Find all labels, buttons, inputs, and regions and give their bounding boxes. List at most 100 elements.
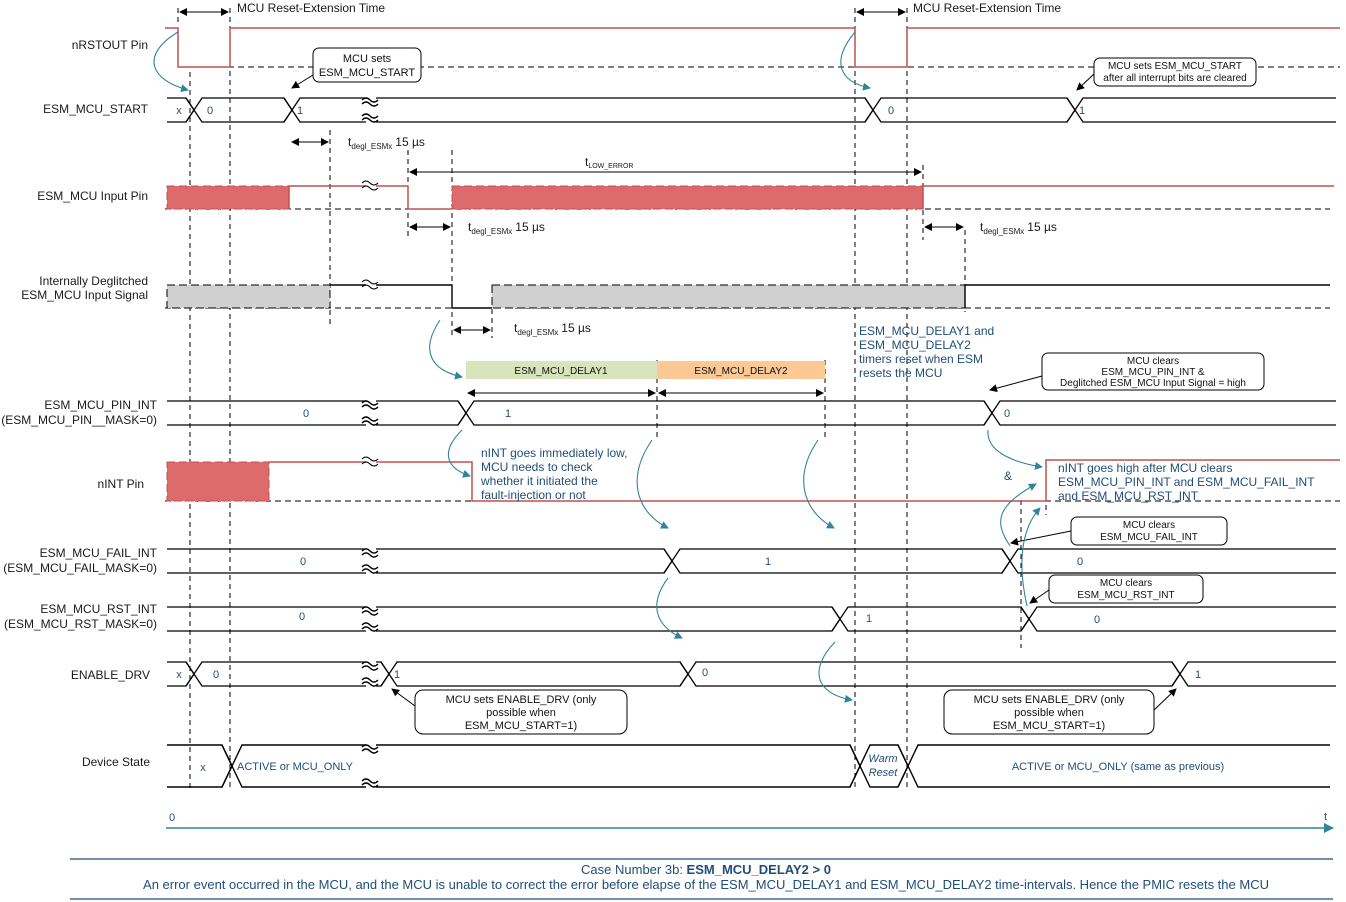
bus-segment xyxy=(897,744,1330,788)
waveform-device-state xyxy=(167,741,1330,791)
delay2-bar xyxy=(657,361,825,379)
annotation-nint-low: nINT goes immediately low, MCU needs to … xyxy=(480,446,628,502)
time-axis: 0 t xyxy=(166,811,1334,833)
callout-box xyxy=(1041,352,1265,391)
break-mark xyxy=(361,279,379,290)
break-gap xyxy=(366,94,376,126)
start-value-1b: 1 xyxy=(1079,105,1085,117)
enable-value-0: 0 xyxy=(213,669,219,681)
annotation-line: whether it initiated the xyxy=(480,474,598,488)
annotation-line: fault-injection or not xyxy=(481,488,586,502)
causality-arrows xyxy=(153,31,1043,703)
input-trace xyxy=(922,185,1334,209)
break-mark xyxy=(361,97,379,123)
bus-segment xyxy=(1020,606,1336,632)
callout-line: Deglitched ESM_MCU Input Signal = high xyxy=(1060,378,1246,389)
break-gap xyxy=(366,456,376,468)
waveform-esm-mcu-start xyxy=(167,94,1336,126)
label-device-state: Device State xyxy=(82,755,150,769)
rst-int-value-1: 1 xyxy=(866,613,872,625)
break-gap xyxy=(366,279,376,291)
callout-mcu-sets-start: MCU sets ESM_MCU_START xyxy=(291,47,422,89)
state-value-active: ACTIVE or MCU_ONLY xyxy=(237,761,354,773)
rst-int-value-0b: 0 xyxy=(1094,614,1100,626)
callout-line: MCU clears xyxy=(1100,578,1152,589)
bus-segment xyxy=(864,97,1076,123)
callout-box xyxy=(414,689,628,735)
annotation-line: ESM_MCU_DELAY2 xyxy=(859,338,971,352)
delay-bars: ESM_MCU_DELAY1 ESM_MCU_DELAY2 xyxy=(466,361,825,397)
label-nint: nINT Pin xyxy=(98,477,144,491)
label-fail-int-line1: ESM_MCU_FAIL_INT xyxy=(40,546,158,560)
annotation-line: ESM_MCU_PIN_INT and ESM_MCU_FAIL_INT xyxy=(1058,475,1315,489)
break-mark xyxy=(361,606,379,632)
causality-arrow xyxy=(1021,507,1041,607)
bus-segment xyxy=(457,400,993,426)
annotation-line: ESM_MCU_DELAY1 and xyxy=(859,324,994,338)
indeterminate-region xyxy=(166,461,270,502)
break-mark xyxy=(361,548,379,574)
callout-box xyxy=(943,689,1155,735)
annotation-line: and ESM_MCU_RST_INT xyxy=(1058,489,1199,503)
pin-int-value-1: 1 xyxy=(505,408,511,420)
break-mark xyxy=(361,744,379,788)
reset-extension-label-2: MCU Reset-Extension Time xyxy=(913,1,1061,15)
start-value-0b: 0 xyxy=(888,105,894,117)
input-trace xyxy=(288,185,452,210)
enable-value-1b: 1 xyxy=(1195,669,1201,681)
callout-arrow xyxy=(1010,530,1072,546)
delay1-label: ESM_MCU_DELAY1 xyxy=(514,366,608,377)
indeterminate-region xyxy=(491,284,966,309)
break-gap xyxy=(366,180,376,192)
delay1-bar xyxy=(466,361,657,379)
callout-mcu-clears-fail: MCU clears ESM_MCU_FAIL_INT xyxy=(1010,516,1228,546)
callout-box xyxy=(1048,574,1204,604)
caption-line1: Case Number 3b: ESM_MCU_DELAY2 > 0 xyxy=(581,862,831,877)
start-value-0: 0 xyxy=(207,105,213,117)
bus-segment xyxy=(167,400,467,426)
bus-segment xyxy=(663,548,1011,574)
fail-int-value-1: 1 xyxy=(765,556,771,568)
callout-line: after all interrupt bits are cleared xyxy=(1103,73,1246,84)
bus-segment xyxy=(1066,97,1336,123)
callout-line: ESM_MCU_START=1) xyxy=(993,720,1105,732)
callout-arrow xyxy=(989,375,1043,393)
delay2-label: ESM_MCU_DELAY2 xyxy=(694,366,788,377)
indeterminate-region xyxy=(451,185,924,210)
callout-mcu-sets-enable-1: MCU sets ENABLE_DRV (only possible when … xyxy=(391,688,628,735)
waveform-esm-mcu-input xyxy=(165,180,1334,210)
callout-line: MCU sets ENABLE_DRV (only xyxy=(446,694,597,706)
label-rst-int-line2: (ESM_MCU_RST_MASK=0) xyxy=(4,617,157,631)
callout-mcu-sets-start-after: MCU sets ESM_MCU_START after all interru… xyxy=(1076,57,1257,91)
causality-arrow xyxy=(429,319,463,380)
waveform-deglitched xyxy=(165,279,1330,309)
callout-line: ESM_MCU_START=1) xyxy=(465,720,577,732)
label-rst-int-line1: ESM_MCU_RST_INT xyxy=(40,602,157,616)
waveform-fail-int xyxy=(167,545,1336,577)
annotation-nint-high: nINT goes high after MCU clears ESM_MCU_… xyxy=(1004,461,1315,503)
fail-int-value-0: 0 xyxy=(300,556,306,568)
state-value-active-same: ACTIVE or MCU_ONLY (same as previous) xyxy=(1012,761,1224,773)
state-value-reset: Reset xyxy=(869,767,899,779)
break-mark xyxy=(361,400,379,426)
callout-box xyxy=(1093,57,1257,87)
indeterminate-region xyxy=(166,284,331,309)
callout-line: ESM_MCU_START xyxy=(319,67,415,79)
annotation-line: nINT goes high after MCU clears xyxy=(1058,461,1233,475)
bus-segment xyxy=(849,744,909,788)
state-value-warm: Warm xyxy=(868,753,897,765)
reference-lines xyxy=(177,8,1047,790)
causality-arrow xyxy=(447,429,471,478)
pin-int-value-0: 0 xyxy=(303,408,309,420)
callout-mcu-clears-pin: MCU clears ESM_MCU_PIN_INT & Deglitched … xyxy=(989,352,1265,393)
deglitched-trace xyxy=(330,284,492,309)
break-gap xyxy=(366,603,376,635)
